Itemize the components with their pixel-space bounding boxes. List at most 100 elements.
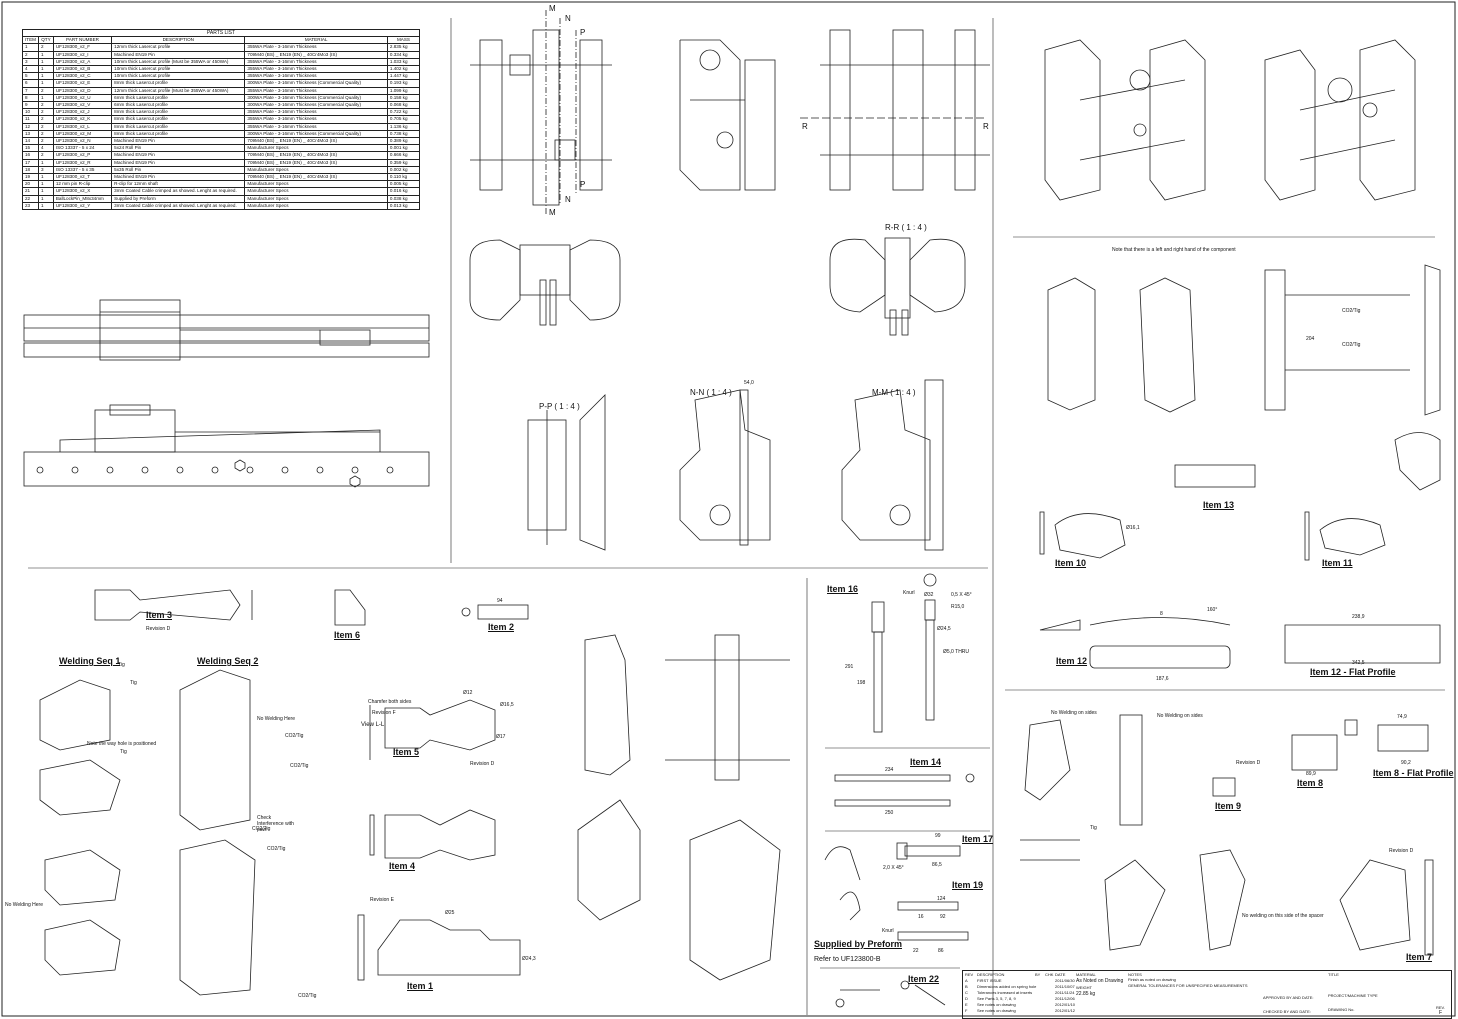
tb-project: PROJECT/MACHINE TYPE [1328,993,1378,998]
dim-250: 250 [885,810,894,816]
item-8-9-views [1212,719,1429,797]
note-chamfer: Chamfer both sides [368,699,412,705]
parts-list-cell: 1.447 kg [386,72,421,81]
parts-list-cell: 17 [22,158,39,167]
item-16-view [871,573,937,733]
parts-list-cell: 709M40 (BS) _ EN19 (EN) _ 40Cr4Mo3 (IS) [244,158,388,167]
label-item4: Item 4 [389,861,416,871]
label-item9: Item 9 [1215,801,1242,811]
label-item11: Item 11 [1322,558,1353,568]
parts-list-cell: Manufacturer Specs [244,201,388,211]
item-12-views [1039,617,1441,669]
note-hole: Note the way hole is positioned [87,741,157,747]
parts-list-cell: UF128300_v2_Y [52,201,113,211]
item-4-view [369,809,496,861]
dim-74-9: 74,9 [1397,714,1407,720]
parts-list-cell: 2 [37,122,54,131]
parts-list-cell: 355WA Plate - 3-16mm Thickness [244,43,388,52]
parts-list-cell: UF128300_v2_J [52,108,113,117]
tb-rev-value: F [1439,1010,1443,1016]
cut-letter-r-right: R [983,122,989,131]
dim-16: 16 [918,914,924,920]
item-13-views [1174,264,1441,491]
parts-list-cell: 1 [37,180,54,189]
parts-list-cell: 2.835 kg [386,43,421,52]
dim-86-5: 86,5 [932,862,942,868]
dim-phi24-3: Ø24,3 [522,956,536,962]
parts-list-cell: 0.193 kg [386,79,421,88]
parts-list-cell: 0.158 kg [386,93,421,103]
assembly-side-view-top [23,299,430,361]
dim-238-9: 238,9 [1352,614,1365,620]
tb-revision-cell: See notes on drawing [977,1002,1016,1007]
label-item6: Item 6 [334,630,361,640]
parts-list-cell: UF128300_v2_N [52,137,113,146]
note-rev-d-1: Revision D [146,626,171,632]
dim-90-2: 90,2 [1401,760,1411,766]
parts-list-cell: Machined EN19 Pin [111,151,246,160]
parts-list-cell: 355WA Plate - 3-16mm Thickness [244,108,388,117]
parts-list-cell: 1 [37,57,54,67]
note-no-weld-2: No Welding Here [5,902,43,908]
parts-list-cell: UF128300_v2_M [52,129,113,139]
note-no-weld-sides-2: No Welding on sides [1157,713,1203,719]
note-left-right: Note that there is a left and right hand… [1112,247,1236,253]
parts-list-cell: 20 [22,180,39,189]
tb-revision-cell: 2012/01/12 [1055,1008,1076,1013]
note-check: Check Interference with paw! [257,815,294,833]
parts-list-cell: UF128300_v2_T [52,173,113,182]
parts-list-cell: 8mm thick Lasercut profile [111,79,246,88]
item-22-view [835,980,946,1008]
section-n-n [679,389,771,546]
dim-94: 94 [497,598,503,604]
parts-list-cell: 709M40 (BS) _ EN19 (EN) _ 40Cr4Mo3 (IS) [244,50,388,59]
tb-finish: Finish as noted on drawing [1128,977,1176,982]
dim-89-9: 89,9 [1306,771,1316,777]
note-co2-7: CO2/Tig [1342,342,1361,348]
parts-list-cell: Machined EN19 Pin [111,158,246,167]
note-co2-3: CO2/Tig [252,826,271,832]
parts-list-cell: 12mm thick Lasercut profile (Must be 355… [111,86,246,95]
parts-list-cell: Supplied by Preform [111,194,246,203]
col-description: DESCRIPTION [111,36,246,45]
parts-list-cell: 0.666 kg [386,151,421,160]
parts-list-cell: 12mm thick Lasercut profile [111,43,246,52]
tb-revision-cell: D [965,996,968,1001]
plan-view-left [469,239,621,326]
label-item8-flat: Item 8 - Flat Profile [1373,768,1454,778]
parts-list-cell: UF128300_v2_V [52,101,113,110]
parts-list-cell: 18 [22,165,39,175]
tb-revision-cell: 2011/12/06 [1055,996,1075,1001]
cut-letter-n-top: N [565,14,571,23]
parts-list-cell: 2 [37,129,54,139]
dim-chamfer-20: 2,0 X 45° [883,865,904,871]
parts-list-cell: 1 [37,79,54,88]
tb-revision-cell: C [965,990,968,995]
parts-list-cell: 709M40 (BS) _ EN19 (EN) _ 40Cr4Mo3 (IS) [244,173,388,182]
tb-weight-label: WEIGHT [1076,985,1092,990]
note-co2-5: CO2/Tig [298,993,317,999]
parts-list-cell: UF128300_v2_B [52,65,113,74]
item-pair-iso [1047,277,1196,413]
parts-list-cell: 5x24 Roll Pin [111,144,246,153]
parts-list-cell: 0.001 kg [386,144,421,153]
assembly-side-view-bottom [23,404,430,488]
tb-revision-cell: E [965,1002,968,1007]
dim-124: 124 [937,896,946,902]
tb-revision-cell: FIRST ISSUE [977,978,1002,983]
dim-r15: R15,0 [951,604,965,610]
tb-revision-cell: See Parts 3, 5, 7, 8, 9 [977,996,1016,1001]
cut-letter-p-bottom: P [580,180,586,189]
label-item12-flat: Item 12 - Flat Profile [1310,667,1396,677]
front-view-r-section [800,29,990,191]
dim-291: 291 [845,664,854,670]
item-7-and-spacers [1020,714,1434,956]
label-weld-seq-1: Welding Seq 1 [59,656,121,666]
cut-letter-m-top: M [549,4,556,13]
parts-list-cell: 10mm thick Lasercut profile [111,72,246,81]
